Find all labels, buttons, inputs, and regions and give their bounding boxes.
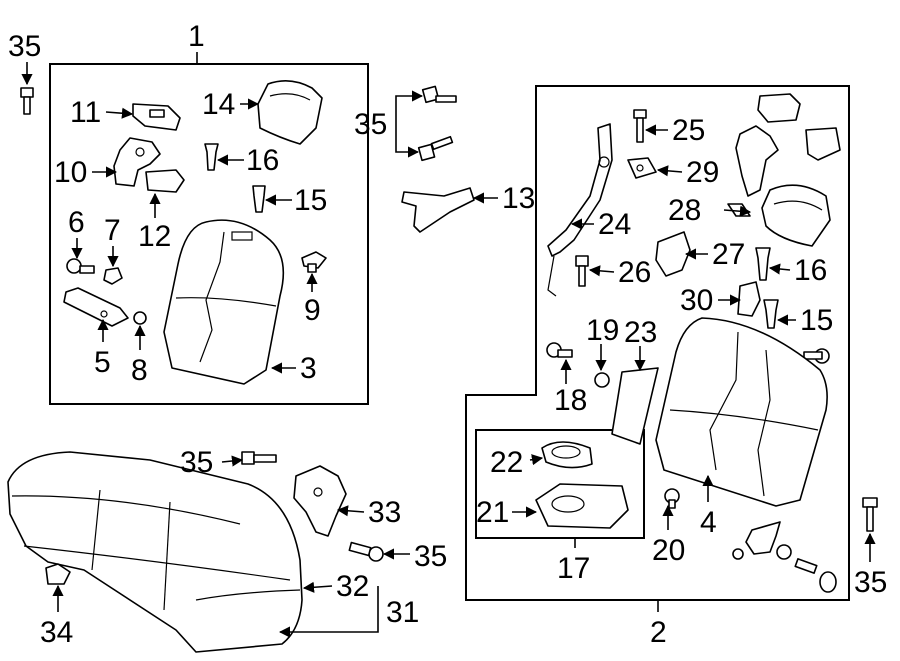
latch-top-right [757,93,801,123]
callout-28: 28 [668,194,701,227]
bolt-35-lower-right [348,541,384,562]
callout-35-lower-right: 35 [414,540,447,573]
nut-19 [594,372,610,388]
bolt-20 [664,488,680,509]
pad-23 [611,367,659,445]
group-box-1 [49,63,369,405]
nut-7 [103,267,123,285]
callout-15-right: 15 [800,304,833,337]
hinge-top-right [735,125,779,197]
callout-27: 27 [712,238,745,271]
bolt-6 [66,258,95,274]
callout-6: 6 [68,206,85,239]
headrest-14 [257,80,323,145]
callout-33: 33 [368,496,401,529]
callout-24: 24 [598,208,631,241]
callout-2: 2 [650,616,667,649]
armrest-21 [535,483,629,529]
callout-17: 17 [557,552,590,585]
callout-22: 22 [490,446,523,479]
bolt-35-lower-center [241,451,277,465]
bolt-35-top-left [20,87,34,115]
nut-lower-right [776,544,792,560]
bolt-right-seatback [803,348,830,364]
callout-35-far-right: 35 [854,566,887,599]
callout-8: 8 [131,354,148,387]
callout-20: 20 [652,534,685,567]
bolt-35-center-upper [421,85,457,104]
callout-21: 21 [476,496,509,529]
callout-31: 31 [386,596,419,629]
callout-15-left: 15 [294,184,327,217]
callout-35-center: 35 [354,108,387,141]
callout-5: 5 [94,346,111,379]
release-handle-12 [145,169,185,193]
group-box-17 [475,429,645,539]
guide-15-left [252,185,266,213]
callout-1: 1 [188,20,205,53]
callout-14: 14 [202,88,235,121]
callout-16-left: 16 [246,144,279,177]
seatback-3 [163,219,285,385]
callout-7: 7 [104,214,121,247]
guide-15-right [763,299,779,329]
seat-belt-24 [547,123,613,297]
callout-16-right: 16 [794,254,827,287]
callout-4: 4 [700,506,717,539]
cover-27 [655,231,691,277]
bracket-5 [63,287,129,327]
washer-bottom-right [819,571,837,593]
callout-26: 26 [618,256,651,289]
callout-35-lower-left: 35 [180,446,213,479]
bolt-35-center-lower [417,135,454,162]
cover-30 [737,281,761,317]
guide-16-left [204,143,219,171]
bracket-33 [293,465,347,537]
plate-29 [627,157,657,179]
headrest-right [761,184,831,247]
hook-34 [45,563,71,585]
guide-16-right [755,247,771,281]
callout-19: 19 [586,314,619,347]
callout-18: 18 [554,384,587,417]
bolt-18 [546,342,573,358]
washer-lower-right [732,548,744,560]
bracket-top-right [805,127,841,161]
callout-25: 25 [672,114,705,147]
bolt-26 [575,255,589,287]
callout-32: 32 [336,570,369,603]
callout-30: 30 [680,284,713,317]
bolt-25 [633,109,647,143]
callout-10: 10 [54,156,87,189]
bolt-35-far-right [862,497,878,532]
callout-3: 3 [300,352,317,385]
seatback-4 [655,317,828,507]
callout-34: 34 [40,616,73,649]
bolt-lower-right [794,558,818,574]
callout-13: 13 [502,182,535,215]
bolt-9 [301,251,327,273]
callout-11: 11 [70,96,101,129]
callout-12: 12 [138,220,171,253]
callout-29: 29 [686,156,719,189]
seat-cushion-31 [7,451,303,653]
group-box-2 [465,85,850,601]
callout-35-top-left: 35 [8,30,41,63]
washer-8 [133,311,147,325]
callout-9: 9 [304,294,321,327]
hinge-lower-right [745,521,781,555]
callout-23: 23 [624,316,657,349]
bracket-13 [401,187,475,233]
